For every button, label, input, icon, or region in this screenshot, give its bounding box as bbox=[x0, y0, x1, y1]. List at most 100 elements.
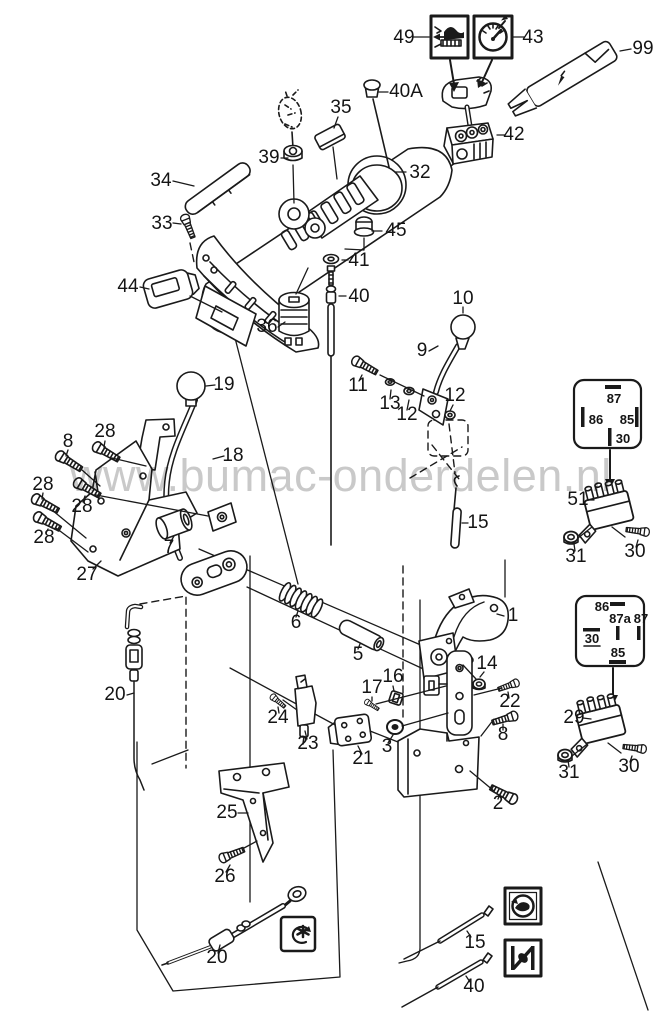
lever-base-plate bbox=[180, 550, 248, 596]
part-label-28-c: 28 bbox=[32, 474, 53, 495]
part-40-cable-bottom bbox=[401, 952, 493, 1008]
cutting-height-icon bbox=[429, 14, 470, 60]
relay-diagram-top bbox=[572, 378, 643, 489]
part-label-51: 51 bbox=[567, 489, 588, 510]
part-label-15-b: 15 bbox=[464, 932, 485, 953]
part-label-21: 21 bbox=[352, 748, 373, 769]
watermark: www.bumac-onderdelen.nl bbox=[69, 450, 612, 501]
part-25-bracket bbox=[218, 762, 290, 863]
hook-bracket bbox=[136, 418, 176, 471]
console-panel bbox=[195, 146, 453, 353]
relay-diagram-bottom bbox=[574, 594, 646, 705]
part-label-10: 10 bbox=[452, 288, 473, 309]
part-23-switch bbox=[294, 674, 317, 745]
part-20-cable-bottom bbox=[161, 885, 307, 966]
part-40-cable-upper bbox=[325, 285, 337, 546]
part-14-nut bbox=[472, 678, 486, 691]
part-42-switch bbox=[443, 122, 494, 165]
drive-handle bbox=[441, 76, 493, 129]
connector-lines bbox=[51, 146, 626, 849]
throttle-icon bbox=[503, 938, 543, 978]
part-36-ignition-switch bbox=[278, 291, 310, 346]
relay-top-pin-30: 30 bbox=[616, 431, 630, 446]
relay-top-pin-87: 87 bbox=[607, 391, 621, 406]
part-28-bolt-c bbox=[28, 491, 62, 517]
part-12-washer-b bbox=[444, 410, 456, 420]
part-15-cable-mid bbox=[450, 475, 462, 549]
part-labels: 49 43 99 40A 42 35 39 34 32 33 45 41 40 … bbox=[32, 27, 653, 997]
part-15-cable-bottom bbox=[403, 905, 494, 960]
part-39-nut bbox=[283, 131, 303, 162]
part-label-30-b: 30 bbox=[618, 756, 639, 777]
part-label-19: 19 bbox=[213, 374, 234, 395]
part-label-31-a: 31 bbox=[565, 546, 586, 567]
part-label-23: 23 bbox=[297, 733, 318, 754]
part-label-44: 44 bbox=[117, 276, 139, 297]
part-label-99: 99 bbox=[632, 38, 653, 59]
part-label-28-b: 28 bbox=[71, 496, 92, 517]
gauge-icon bbox=[472, 14, 514, 60]
part-label-7: 7 bbox=[164, 537, 175, 558]
part-label-31-b: 31 bbox=[558, 762, 579, 783]
part-label-8-a: 8 bbox=[63, 431, 74, 452]
part-label-26: 26 bbox=[214, 866, 235, 887]
part-label-36: 36 bbox=[256, 316, 277, 337]
part-label-24: 24 bbox=[267, 707, 289, 728]
part-39-ghost bbox=[277, 89, 303, 130]
part-label-18: 18 bbox=[222, 445, 243, 466]
part-label-17: 17 bbox=[361, 677, 382, 698]
part-31-nut-a bbox=[563, 530, 579, 545]
part-label-33: 33 bbox=[151, 213, 172, 234]
leader-lines bbox=[41, 36, 639, 983]
relay-bottom-pin-87a: 87a bbox=[609, 611, 631, 626]
part-40A-knob bbox=[363, 79, 390, 168]
part-label-20-b: 20 bbox=[206, 947, 227, 968]
blade-engage-icon bbox=[503, 886, 543, 926]
part-11-bolt bbox=[349, 353, 381, 378]
part-label-20-a: 20 bbox=[104, 684, 125, 705]
part-26-bolt bbox=[216, 844, 247, 865]
part-label-40-upper: 40 bbox=[348, 286, 369, 307]
part-label-32: 32 bbox=[409, 162, 430, 183]
part-label-41: 41 bbox=[348, 250, 369, 271]
part-31-nut-b bbox=[557, 748, 573, 763]
part-label-1: 1 bbox=[508, 605, 519, 626]
part-label-9: 9 bbox=[417, 340, 428, 361]
part-label-35: 35 bbox=[330, 97, 351, 118]
part-3-grommet bbox=[386, 719, 404, 735]
part-27-bracket bbox=[70, 440, 198, 577]
part-label-28-a: 28 bbox=[94, 421, 115, 442]
mount-tab bbox=[207, 502, 237, 532]
part-7-bushing bbox=[155, 508, 193, 540]
choke-icon bbox=[279, 915, 317, 953]
part-label-5: 5 bbox=[353, 644, 364, 665]
part-label-40A: 40A bbox=[389, 81, 423, 102]
part-label-8-b: 8 bbox=[498, 724, 509, 745]
part-label-42: 42 bbox=[503, 124, 524, 145]
part-label-14: 14 bbox=[476, 653, 498, 674]
part-label-16: 16 bbox=[382, 666, 403, 687]
icon-arrows bbox=[449, 59, 493, 92]
part-9-lever bbox=[418, 343, 461, 426]
part-label-30-a: 30 bbox=[624, 541, 645, 562]
part-label-25: 25 bbox=[216, 802, 237, 823]
part-33-screw bbox=[178, 212, 198, 241]
part-34-trim-strip bbox=[184, 162, 251, 216]
part-label-15-mid: 15 bbox=[467, 512, 488, 533]
part-30-screw-b bbox=[621, 741, 648, 755]
part-label-43: 43 bbox=[522, 27, 543, 48]
part-51-relay bbox=[578, 479, 635, 544]
part-label-49: 49 bbox=[393, 27, 414, 48]
relay-bottom-pin-30: 30 bbox=[585, 631, 599, 646]
part-label-3: 3 bbox=[382, 736, 393, 757]
part-label-2: 2 bbox=[493, 793, 504, 814]
part-label-39: 39 bbox=[258, 147, 279, 168]
relay-bottom-pin-85: 85 bbox=[611, 645, 625, 660]
part-label-29: 29 bbox=[563, 707, 584, 728]
part-label-34: 34 bbox=[150, 170, 172, 191]
part-21-bracket bbox=[327, 713, 373, 747]
relay-bottom-pin-87: 87 bbox=[634, 611, 648, 626]
part-99-tool bbox=[507, 40, 618, 117]
part-30-screw-a bbox=[624, 524, 651, 538]
